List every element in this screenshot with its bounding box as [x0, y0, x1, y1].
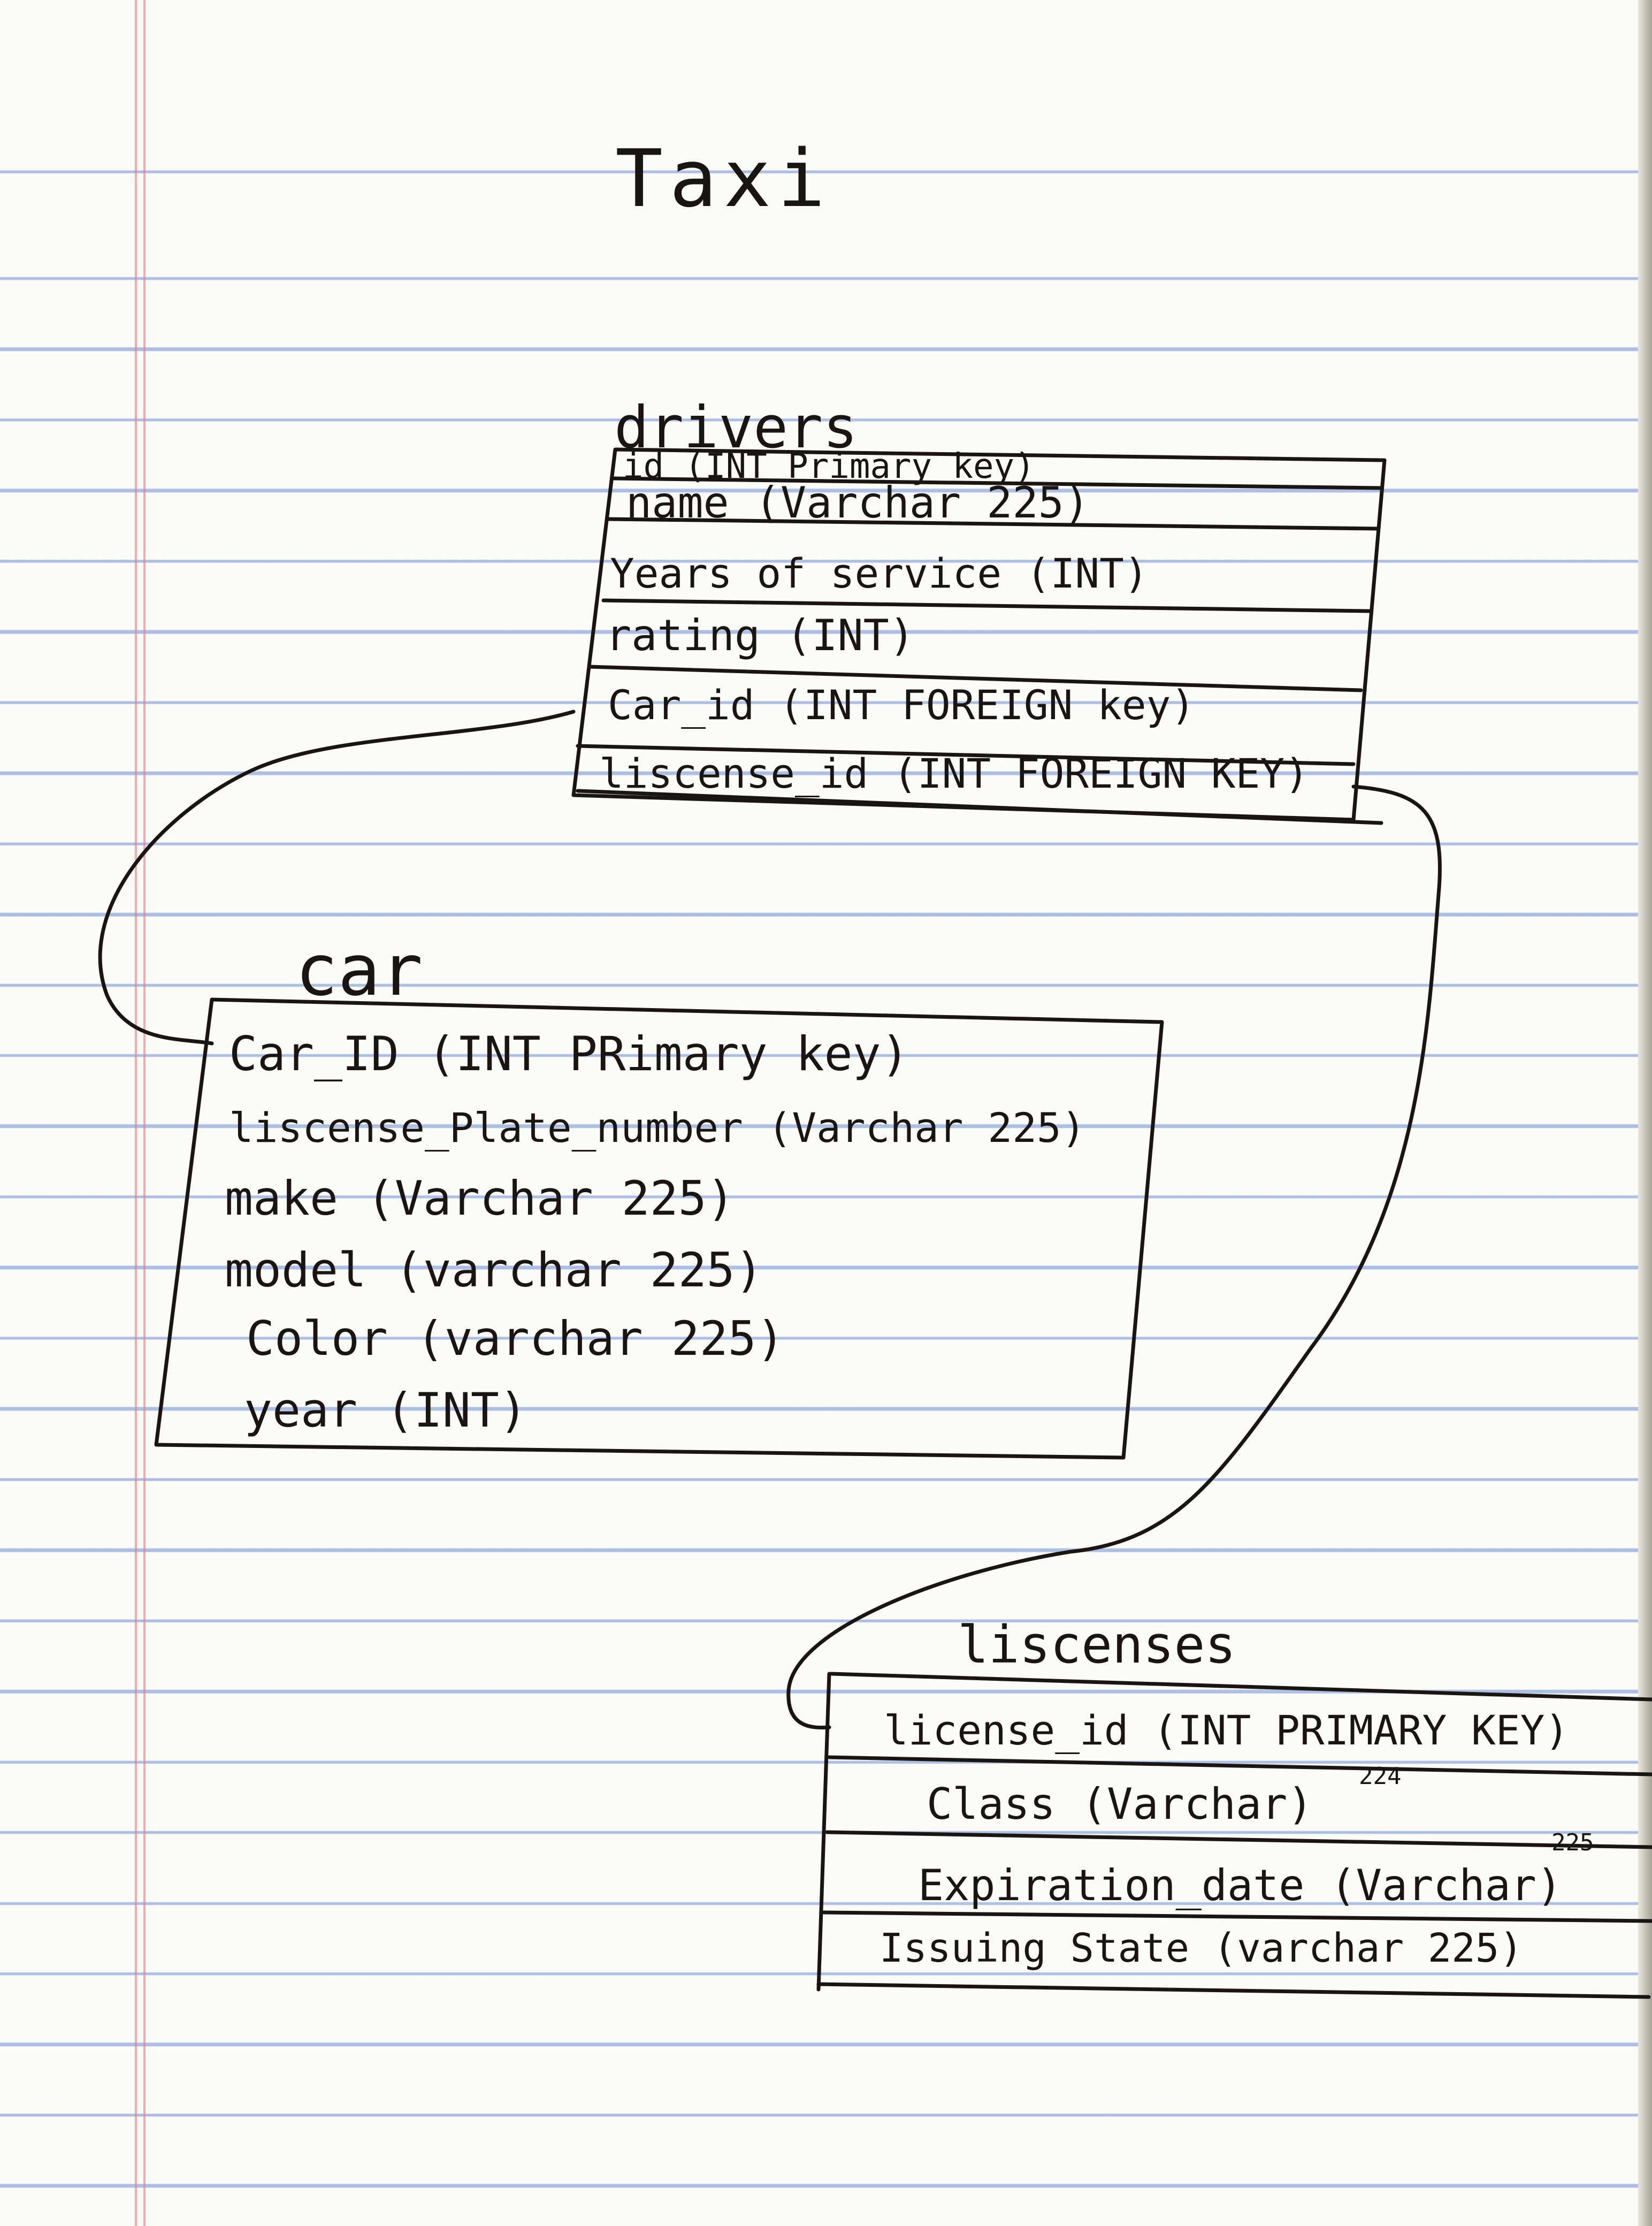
margin-line-left [135, 0, 137, 2226]
drivers-table-box [571, 447, 1387, 825]
relationship-car [98, 710, 576, 1046]
drivers-table-title: drivers [614, 394, 858, 461]
drivers-column: liscense_id (INT FOREIGN KEY) [599, 750, 1309, 797]
drivers-column: rating (INT) [606, 611, 915, 660]
licenses-table-box [816, 1672, 1652, 1999]
car-column: liscense_Plate_number (Varchar 225) [229, 1104, 1086, 1152]
relationship-license [786, 784, 1442, 1730]
drivers-column: Car_id (INT FOREIGN key) [608, 681, 1196, 729]
licenses-superscript: 224 [1359, 1763, 1402, 1790]
margin-line-right [143, 0, 146, 2226]
drivers-column: name (Varchar 225) [626, 478, 1090, 528]
car-column: Car_ID (INT PRimary key) [229, 1026, 909, 1081]
car-column: Color (varchar 225) [246, 1311, 785, 1366]
car-table-title: car [295, 929, 423, 1012]
car-table-box [154, 997, 1164, 1460]
licenses-column: Expiration_date (Varchar) [918, 1861, 1563, 1910]
drivers-column: id (INT Primary key) [623, 447, 1035, 486]
licenses-column: Issuing State (varchar 225) [879, 1925, 1523, 1971]
licenses-table-title: liscenses [958, 1615, 1236, 1675]
licenses-column: Class (Varchar) [927, 1779, 1313, 1829]
drivers-column: Years of service (INT) [610, 550, 1149, 597]
car-column: make (Varchar 225) [225, 1171, 735, 1226]
licenses-superscript: 225 [1551, 1829, 1594, 1856]
car-column: model (varchar 225) [225, 1242, 763, 1298]
car-column: year (INT) [244, 1383, 527, 1438]
licenses-column: license_id (INT PRIMARY KEY) [884, 1706, 1570, 1754]
paper-header-band [0, 0, 1652, 139]
page-edge [1638, 0, 1652, 2226]
diagram-title: Taxi [615, 133, 832, 225]
